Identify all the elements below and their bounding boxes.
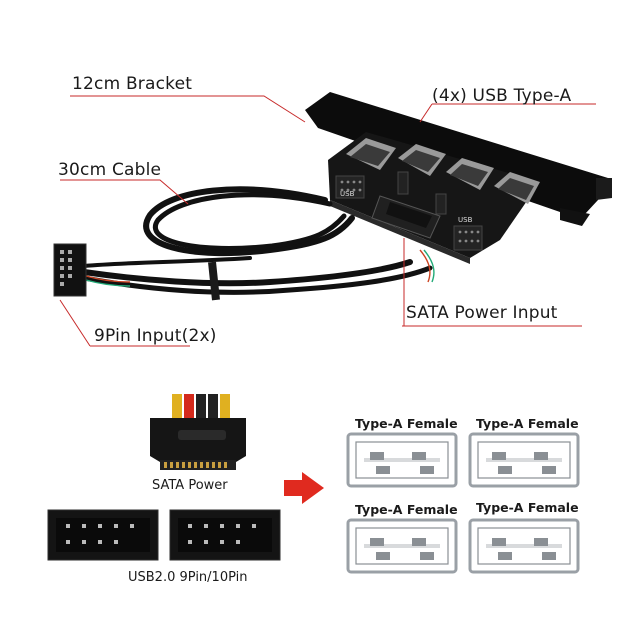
- board-component: [435, 193, 447, 215]
- pin-input-label: 9Pin Input(2x): [94, 326, 217, 346]
- board-sata-connector: [371, 195, 441, 239]
- board-usb-port-2: [398, 144, 446, 176]
- usb-header-connector-1: [47, 509, 159, 561]
- board-component: [397, 171, 409, 195]
- usb-port-icon-1: [346, 432, 458, 488]
- sata-power-caption: SATA Power: [152, 478, 228, 493]
- port-label-3: Type-A Female: [355, 502, 458, 517]
- board-silk-usb-1: USB: [340, 190, 355, 198]
- right-arrow-icon: [284, 472, 324, 504]
- pin-input-text: 9Pin Input: [94, 326, 182, 346]
- board-usb-port-4: [494, 172, 540, 204]
- board-usb-port-3: [446, 158, 494, 190]
- usb-header-connector-2: [169, 509, 281, 561]
- usb-port-icon-3: [346, 518, 458, 574]
- bracket-label: 12cm Bracket: [72, 74, 193, 94]
- port-label-2: Type-A Female: [476, 416, 579, 431]
- cable-tie: [208, 261, 220, 301]
- board-header-pins: [340, 180, 480, 243]
- pin-input-count: (2x): [181, 326, 217, 346]
- sata-input-label: SATA Power Input: [406, 303, 558, 323]
- sata-power-plug: [150, 394, 246, 470]
- port-label-4: Type-A Female: [476, 500, 579, 515]
- usb-type-a-label: (4x) USB Type-A: [432, 86, 572, 106]
- usb-port-icon-2: [468, 432, 580, 488]
- signal-wires: [85, 249, 435, 287]
- cable-label: 30cm Cable: [58, 160, 162, 180]
- leader-lines: [59, 95, 596, 347]
- board-usb-port-1: [346, 138, 396, 170]
- usb-port-icon-4: [468, 518, 580, 574]
- port-label-1: Type-A Female: [355, 416, 458, 431]
- nine-pin-connector: [53, 243, 87, 297]
- board-silk-usb-2: USB: [458, 216, 473, 224]
- cable-bundle: [81, 186, 433, 295]
- usb-header-caption: USB2.0 9Pin/10Pin: [128, 570, 248, 585]
- board-header-right: [453, 225, 483, 251]
